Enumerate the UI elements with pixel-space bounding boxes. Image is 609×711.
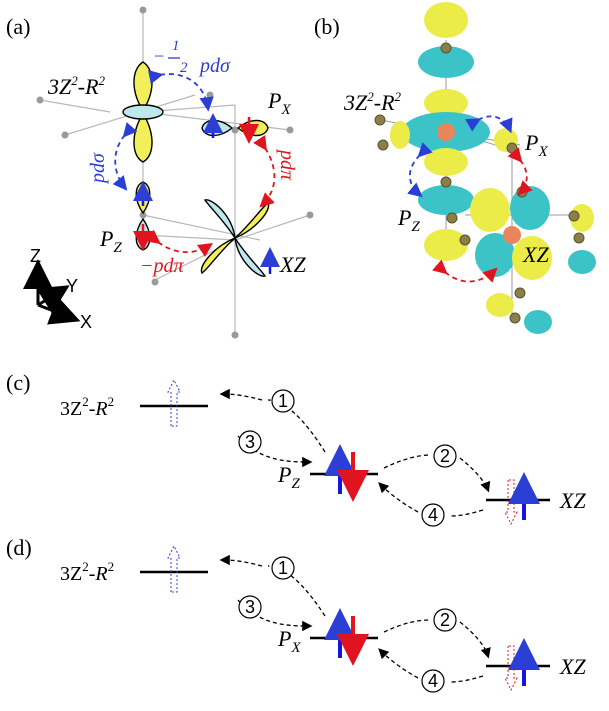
ligand-atoms	[374, 42, 585, 324]
minus-top: −	[154, 46, 164, 66]
step-arrow-4-c	[380, 484, 484, 517]
hop-dz2-px	[148, 70, 214, 112]
step-markers-d: 1 2 3 4	[238, 556, 457, 693]
xz-level-label-d: XZ	[559, 654, 586, 679]
step-3-d: 3	[245, 597, 255, 617]
hop-label-dz2-px: pdσ	[198, 55, 231, 77]
panel-b: (b)	[314, 2, 596, 334]
hop-label-px-xz: pdπ	[276, 148, 298, 181]
hop-b-px-xz	[507, 147, 533, 196]
lattice-lines-b	[379, 40, 575, 320]
xz-level-label-c: XZ	[559, 488, 586, 513]
axis-x: X	[80, 312, 92, 332]
dz2-level-label-c: 3Z2-R2	[60, 394, 114, 420]
half-num: 1	[172, 38, 180, 54]
step-4-c: 4	[428, 505, 438, 525]
dz2-label-a: 3Z2-R2	[47, 73, 106, 99]
px-label-b: PX	[524, 130, 548, 160]
dz2-label-b: 3Z2-R2	[343, 89, 402, 115]
step-3-c: 3	[245, 432, 255, 452]
axis-z: Z	[30, 246, 41, 266]
panel-label-d: (d)	[6, 535, 32, 560]
axis-y: Y	[66, 276, 78, 296]
pz-label-a: PZ	[99, 226, 122, 256]
xz-label-a: XZ	[279, 252, 306, 277]
panel-label-c: (c)	[6, 370, 30, 395]
pz-label-b: PZ	[397, 205, 420, 235]
lattice-nodes	[36, 6, 314, 339]
empty-spin-down-icon	[504, 479, 518, 526]
step-1-d: 1	[278, 558, 288, 578]
hop-label-dz2-pz: pdσ	[87, 152, 109, 185]
hop-dz2-pz	[112, 122, 138, 191]
step-1-c: 1	[278, 391, 288, 411]
hop-b-dz2-pz	[407, 142, 433, 198]
dz2-orbital	[122, 61, 164, 163]
step-arrow-1-c	[222, 394, 326, 453]
hop-pz-xz	[145, 229, 213, 257]
hop-b-pz-xz	[432, 259, 498, 283]
empty-spin-down-icon	[504, 645, 518, 692]
dz2-level-label-d: 3Z2-R2	[60, 559, 114, 585]
px-level-label-d: PX	[277, 626, 301, 656]
hop-label-pz-xz: −pdπ	[140, 255, 185, 277]
panel-c: (c) 3Z2-R2 PZ XZ 1 2 3 4	[6, 370, 586, 527]
empty-spin-up-icon	[167, 544, 181, 593]
pz-level-label-c: PZ	[277, 462, 300, 492]
half-den: 2	[180, 60, 188, 76]
step-markers-c: 1 2 3 4	[238, 389, 457, 527]
empty-spin-up-icon	[167, 378, 181, 427]
panel-label-a: (a)	[6, 14, 30, 39]
hop-b-dz2-px	[465, 115, 513, 134]
panel-d: (d) 3Z2-R2 PX XZ 1 2 3 4	[6, 535, 586, 693]
step-arrow-2-c	[383, 454, 488, 490]
step-4-d: 4	[428, 671, 438, 691]
xz-label-b: XZ	[522, 242, 549, 267]
lattice-lines	[39, 10, 311, 335]
panel-a: (a)	[6, 6, 314, 339]
hop-px-xz	[253, 135, 276, 208]
step-arrow-2-d	[383, 619, 488, 656]
step-2-d: 2	[440, 610, 450, 630]
px-label-a: PX	[267, 88, 291, 118]
step-2-c: 2	[440, 446, 450, 466]
step-arrow-4-d	[380, 650, 484, 683]
axes-triad: Z Y X	[23, 246, 92, 332]
panel-label-b: (b)	[314, 14, 340, 39]
